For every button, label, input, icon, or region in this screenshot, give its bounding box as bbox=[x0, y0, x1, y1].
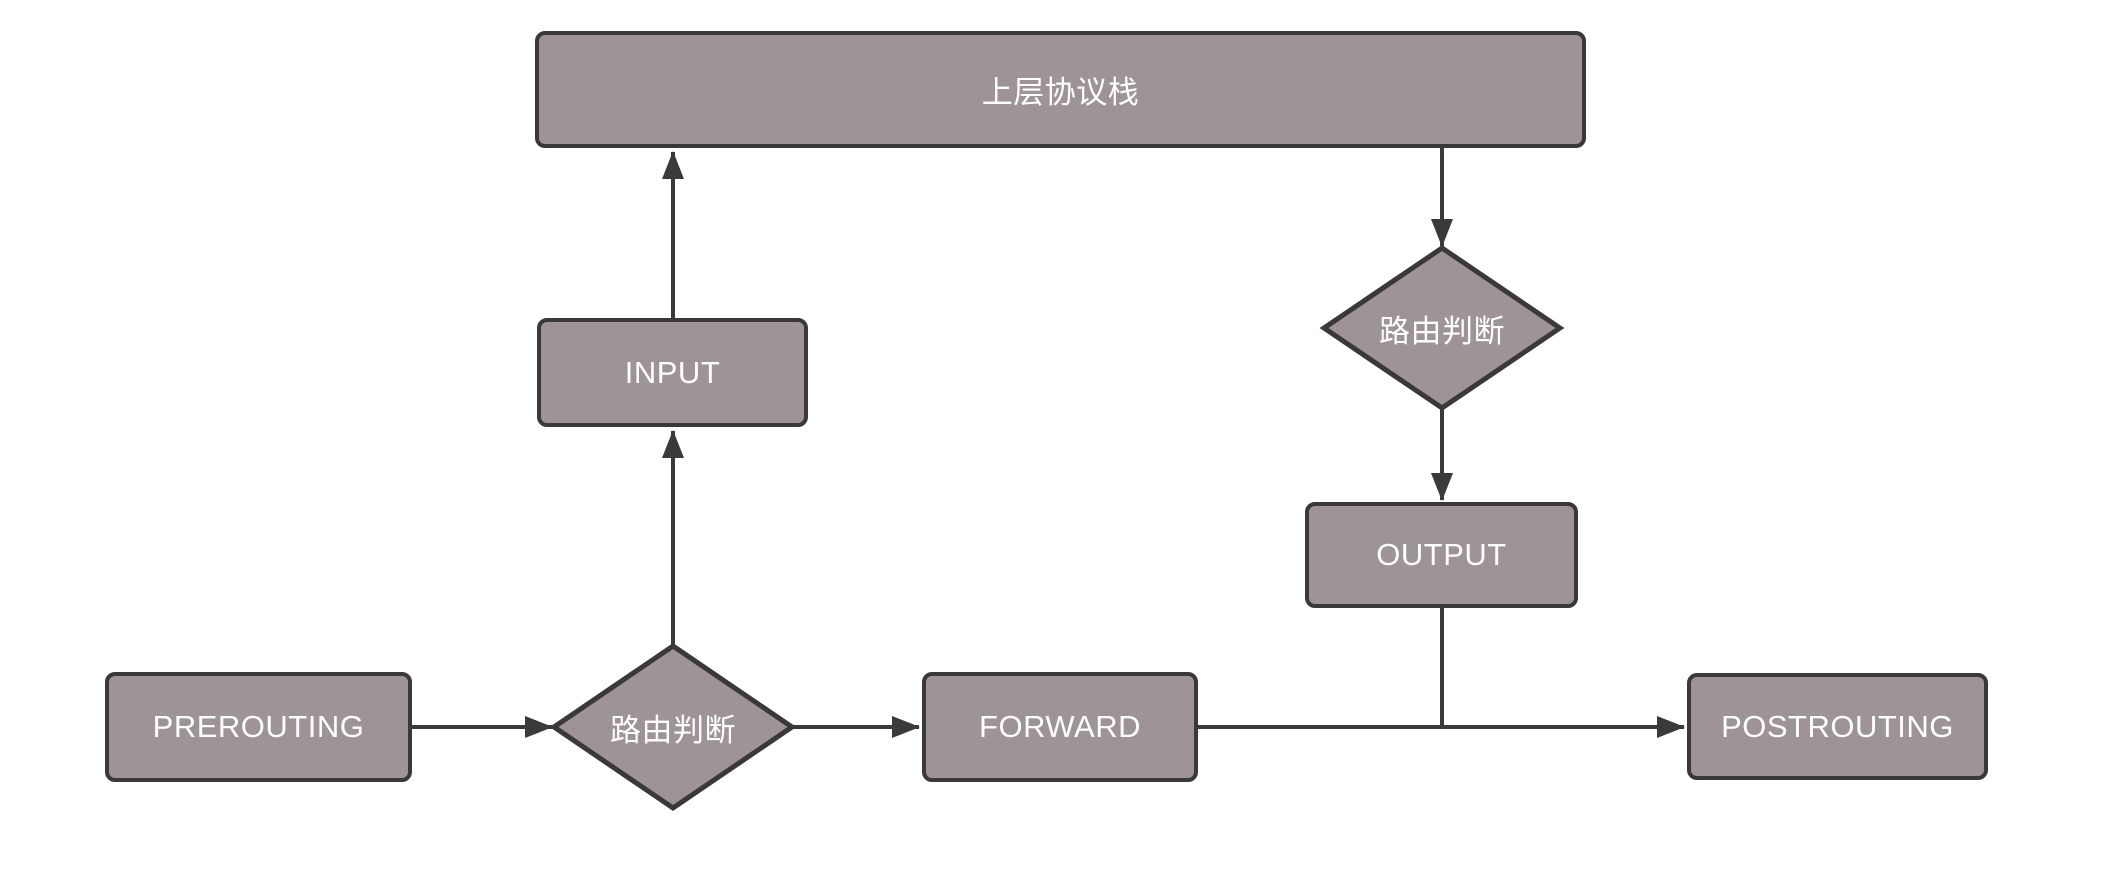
node-forward-label: FORWARD bbox=[979, 709, 1141, 744]
node-output-label: OUTPUT bbox=[1376, 537, 1507, 572]
node-postrouting: POSTROUTING bbox=[1687, 673, 1988, 780]
node-prerouting-label: PREROUTING bbox=[152, 709, 365, 744]
node-output: OUTPUT bbox=[1305, 502, 1578, 608]
node-input-label: INPUT bbox=[624, 354, 721, 390]
node-postrouting-label: POSTROUTING bbox=[1721, 708, 1954, 744]
decision-diamond-left bbox=[549, 642, 797, 812]
node-upper-protocol-stack: 上层协议栈 bbox=[535, 31, 1586, 148]
node-prerouting: PREROUTING bbox=[105, 672, 412, 782]
decision-diamond-right bbox=[1319, 244, 1565, 412]
node-forward: FORWARD bbox=[922, 672, 1198, 782]
node-input: INPUT bbox=[537, 318, 808, 427]
node-upper-protocol-stack-label: 上层协议栈 bbox=[981, 75, 1140, 110]
